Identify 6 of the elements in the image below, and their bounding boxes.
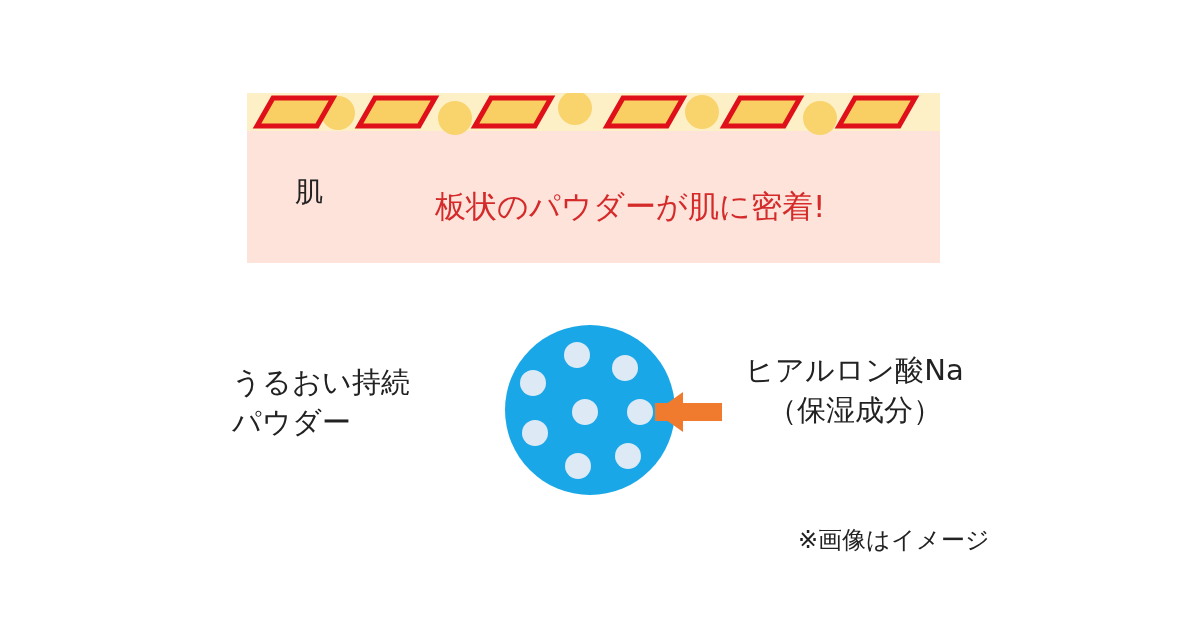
skin-label: 肌 [295, 174, 323, 210]
caption-text: 板状のパウダーが肌に密着! [435, 187, 826, 226]
ingredient-label: ヒアルロン酸Na（保湿成分） [744, 352, 965, 429]
powder-label: うるおい持続パウダー [232, 364, 411, 441]
note-text: ※画像はイメージ [798, 525, 991, 556]
skin-panel [247, 93, 940, 263]
